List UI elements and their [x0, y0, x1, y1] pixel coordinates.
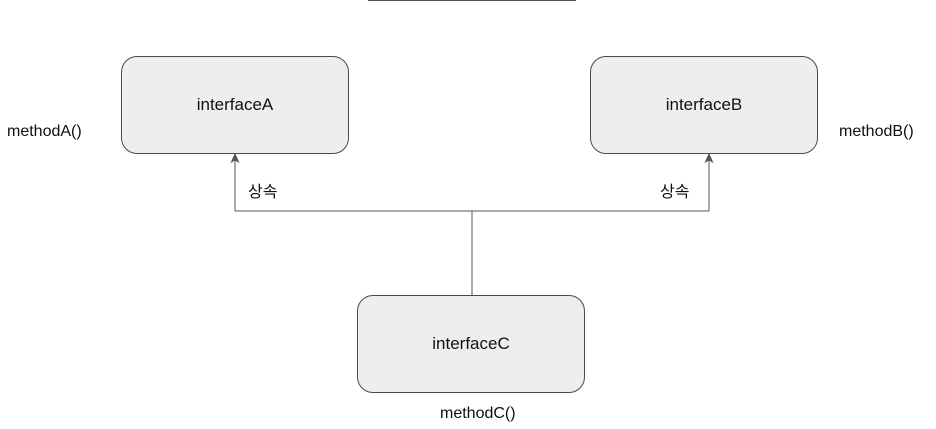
arrowhead-b-icon — [704, 152, 714, 164]
node-interface-a[interactable]: interfaceA — [121, 56, 349, 154]
method-a-label: methodA() — [7, 123, 82, 140]
node-interface-b[interactable]: interfaceB — [590, 56, 818, 154]
edge-label-inherit-b: 상속 — [660, 184, 690, 201]
node-interface-c-label: interfaceC — [432, 334, 510, 353]
method-c-label: methodC() — [440, 405, 516, 422]
node-interface-c[interactable]: interfaceC — [357, 295, 585, 393]
node-interface-b-label: interfaceB — [665, 95, 743, 114]
node-interface-a-label: interfaceA — [196, 95, 274, 114]
top-rule — [368, 0, 576, 1]
arrowhead-a-icon — [230, 152, 240, 164]
edge-label-inherit-a: 상속 — [248, 184, 278, 201]
method-b-label: methodB() — [839, 123, 914, 140]
